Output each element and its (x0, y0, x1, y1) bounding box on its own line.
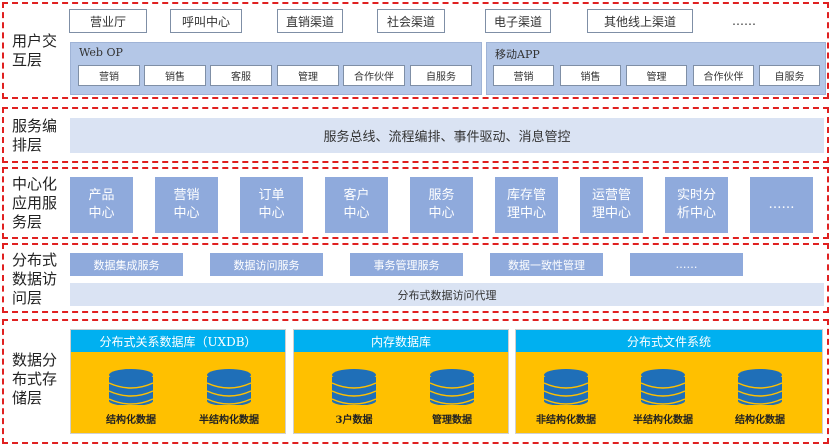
application-service-layer: 中心化应用服务层 产品中心营销中心订单中心客户中心服务中心库存管理中心运营管理中… (2, 167, 829, 239)
layer-label: 服务编排层 (12, 117, 58, 154)
webop-item: 合作伙伴 (343, 65, 405, 86)
layer-label: 分布式数据访问层 (12, 251, 58, 307)
data-service-box: 数据集成服务 (70, 253, 183, 276)
center-label: 析中心 (676, 206, 716, 221)
center-box: 产品中心 (70, 177, 133, 233)
webop-title: Web OP (79, 46, 123, 59)
webop-panel: Web OP 营销 销售 客服 管理 合作伙伴 自服务 (70, 42, 482, 95)
mobile-item: 营销 (493, 65, 554, 86)
mobile-item: 销售 (560, 65, 621, 86)
channel-box: 其他线上渠道 (587, 9, 693, 33)
database-label: 结构化数据 (735, 415, 785, 426)
data-access-layer: 分布式数据访问层 数据集成服务 数据访问服务 事务管理服务 数据一致性管理 ……… (2, 243, 829, 313)
center-label: 订单 (258, 188, 285, 203)
database: 非结构化数据 (526, 365, 606, 426)
database: 半结构化数据 (623, 365, 703, 426)
database-icon (206, 369, 252, 405)
center-box: 客户中心 (325, 177, 388, 233)
center-label: 理中心 (591, 206, 631, 221)
center-box: 服务中心 (410, 177, 473, 233)
center-label: 中心 (343, 206, 370, 221)
layer-label: 用户交互层 (12, 32, 58, 69)
database-label: 半结构化数据 (199, 415, 259, 426)
layer-label: 数据分布式存储层 (12, 351, 58, 407)
database-icon (543, 369, 589, 405)
storage-group-title: 内存数据库 (294, 330, 508, 352)
database-label: 结构化数据 (106, 415, 156, 426)
center-label: 库存管 (506, 188, 546, 203)
data-service-box: 数据一致性管理 (490, 253, 603, 276)
database: 半结构化数据 (189, 365, 269, 426)
center-label: 运营管 (591, 188, 631, 203)
mobile-item: 管理 (626, 65, 687, 86)
database-icon (331, 369, 377, 405)
data-access-proxy-bar: 分布式数据访问代理 (70, 283, 824, 306)
channel-box: 营业厅 (69, 9, 147, 33)
center-label: 服务 (428, 188, 455, 203)
database-icon (640, 369, 686, 405)
channel-box: 电子渠道 (485, 9, 551, 33)
webop-item: 营销 (78, 65, 140, 86)
data-service-box: …… (630, 253, 743, 276)
center-label: …… (768, 197, 795, 212)
center-label: 实时分 (676, 188, 716, 203)
center-box: 订单中心 (240, 177, 303, 233)
user-interaction-layer: 用户交互层 营业厅 呼叫中心 直销渠道 社会渠道 电子渠道 其他线上渠道 …… … (2, 2, 829, 99)
storage-group-title: 分布式文件系统 (516, 330, 822, 352)
center-box: 库存管理中心 (495, 177, 558, 233)
database-icon (737, 369, 783, 405)
center-box: 实时分析中心 (665, 177, 728, 233)
center-label: 中心 (428, 206, 455, 221)
center-box: …… (750, 177, 813, 233)
webop-item: 客服 (210, 65, 272, 86)
service-orchestration-layer: 服务编排层 服务总线、流程编排、事件驱动、消息管控 (2, 107, 829, 163)
center-label: 营销 (173, 188, 200, 203)
database-label: 非结构化数据 (536, 415, 596, 426)
mobile-app-panel: 移动APP 营销 销售 管理 合作伙伴 自服务 (486, 42, 826, 95)
mobile-title: 移动APP (495, 48, 540, 61)
center-box: 运营管理中心 (580, 177, 643, 233)
database-icon (429, 369, 475, 405)
database-label: 3户数据 (335, 415, 373, 426)
webop-item: 销售 (144, 65, 206, 86)
center-label: 中心 (258, 206, 285, 221)
center-label: 中心 (88, 206, 115, 221)
storage-layer: 数据分布式存储层 分布式关系数据库（UXDB） 结构化数据 半结构化数据 内存数… (2, 319, 829, 444)
data-service-box: 数据访问服务 (210, 253, 323, 276)
database: 结构化数据 (91, 365, 171, 426)
database: 3户数据 (314, 365, 394, 426)
database-icon (108, 369, 154, 405)
webop-item: 管理 (277, 65, 339, 86)
channel-box: 直销渠道 (277, 9, 343, 33)
layer-label: 中心化应用服务层 (12, 175, 58, 231)
data-service-box: 事务管理服务 (350, 253, 463, 276)
webop-item: 自服务 (410, 65, 472, 86)
database-label: 管理数据 (432, 415, 472, 426)
center-box: 营销中心 (155, 177, 218, 233)
channel-box: 呼叫中心 (170, 9, 242, 33)
database: 结构化数据 (720, 365, 800, 426)
storage-group: 分布式文件系统 非结构化数据 半结构化数据 结构化数据 (515, 329, 823, 434)
database: 管理数据 (412, 365, 492, 426)
center-label: 中心 (173, 206, 200, 221)
center-label: 客户 (343, 188, 370, 203)
storage-group-title: 分布式关系数据库（UXDB） (71, 330, 285, 352)
storage-group: 分布式关系数据库（UXDB） 结构化数据 半结构化数据 (70, 329, 286, 434)
storage-group: 内存数据库 3户数据 管理数据 (293, 329, 509, 434)
database-label: 半结构化数据 (633, 415, 693, 426)
mobile-item: 合作伙伴 (693, 65, 754, 86)
center-label: 理中心 (506, 206, 546, 221)
channel-more: …… (732, 14, 756, 28)
channel-box: 社会渠道 (377, 9, 445, 33)
service-bus-bar: 服务总线、流程编排、事件驱动、消息管控 (70, 118, 824, 153)
mobile-item: 自服务 (759, 65, 820, 86)
center-label: 产品 (88, 188, 115, 203)
